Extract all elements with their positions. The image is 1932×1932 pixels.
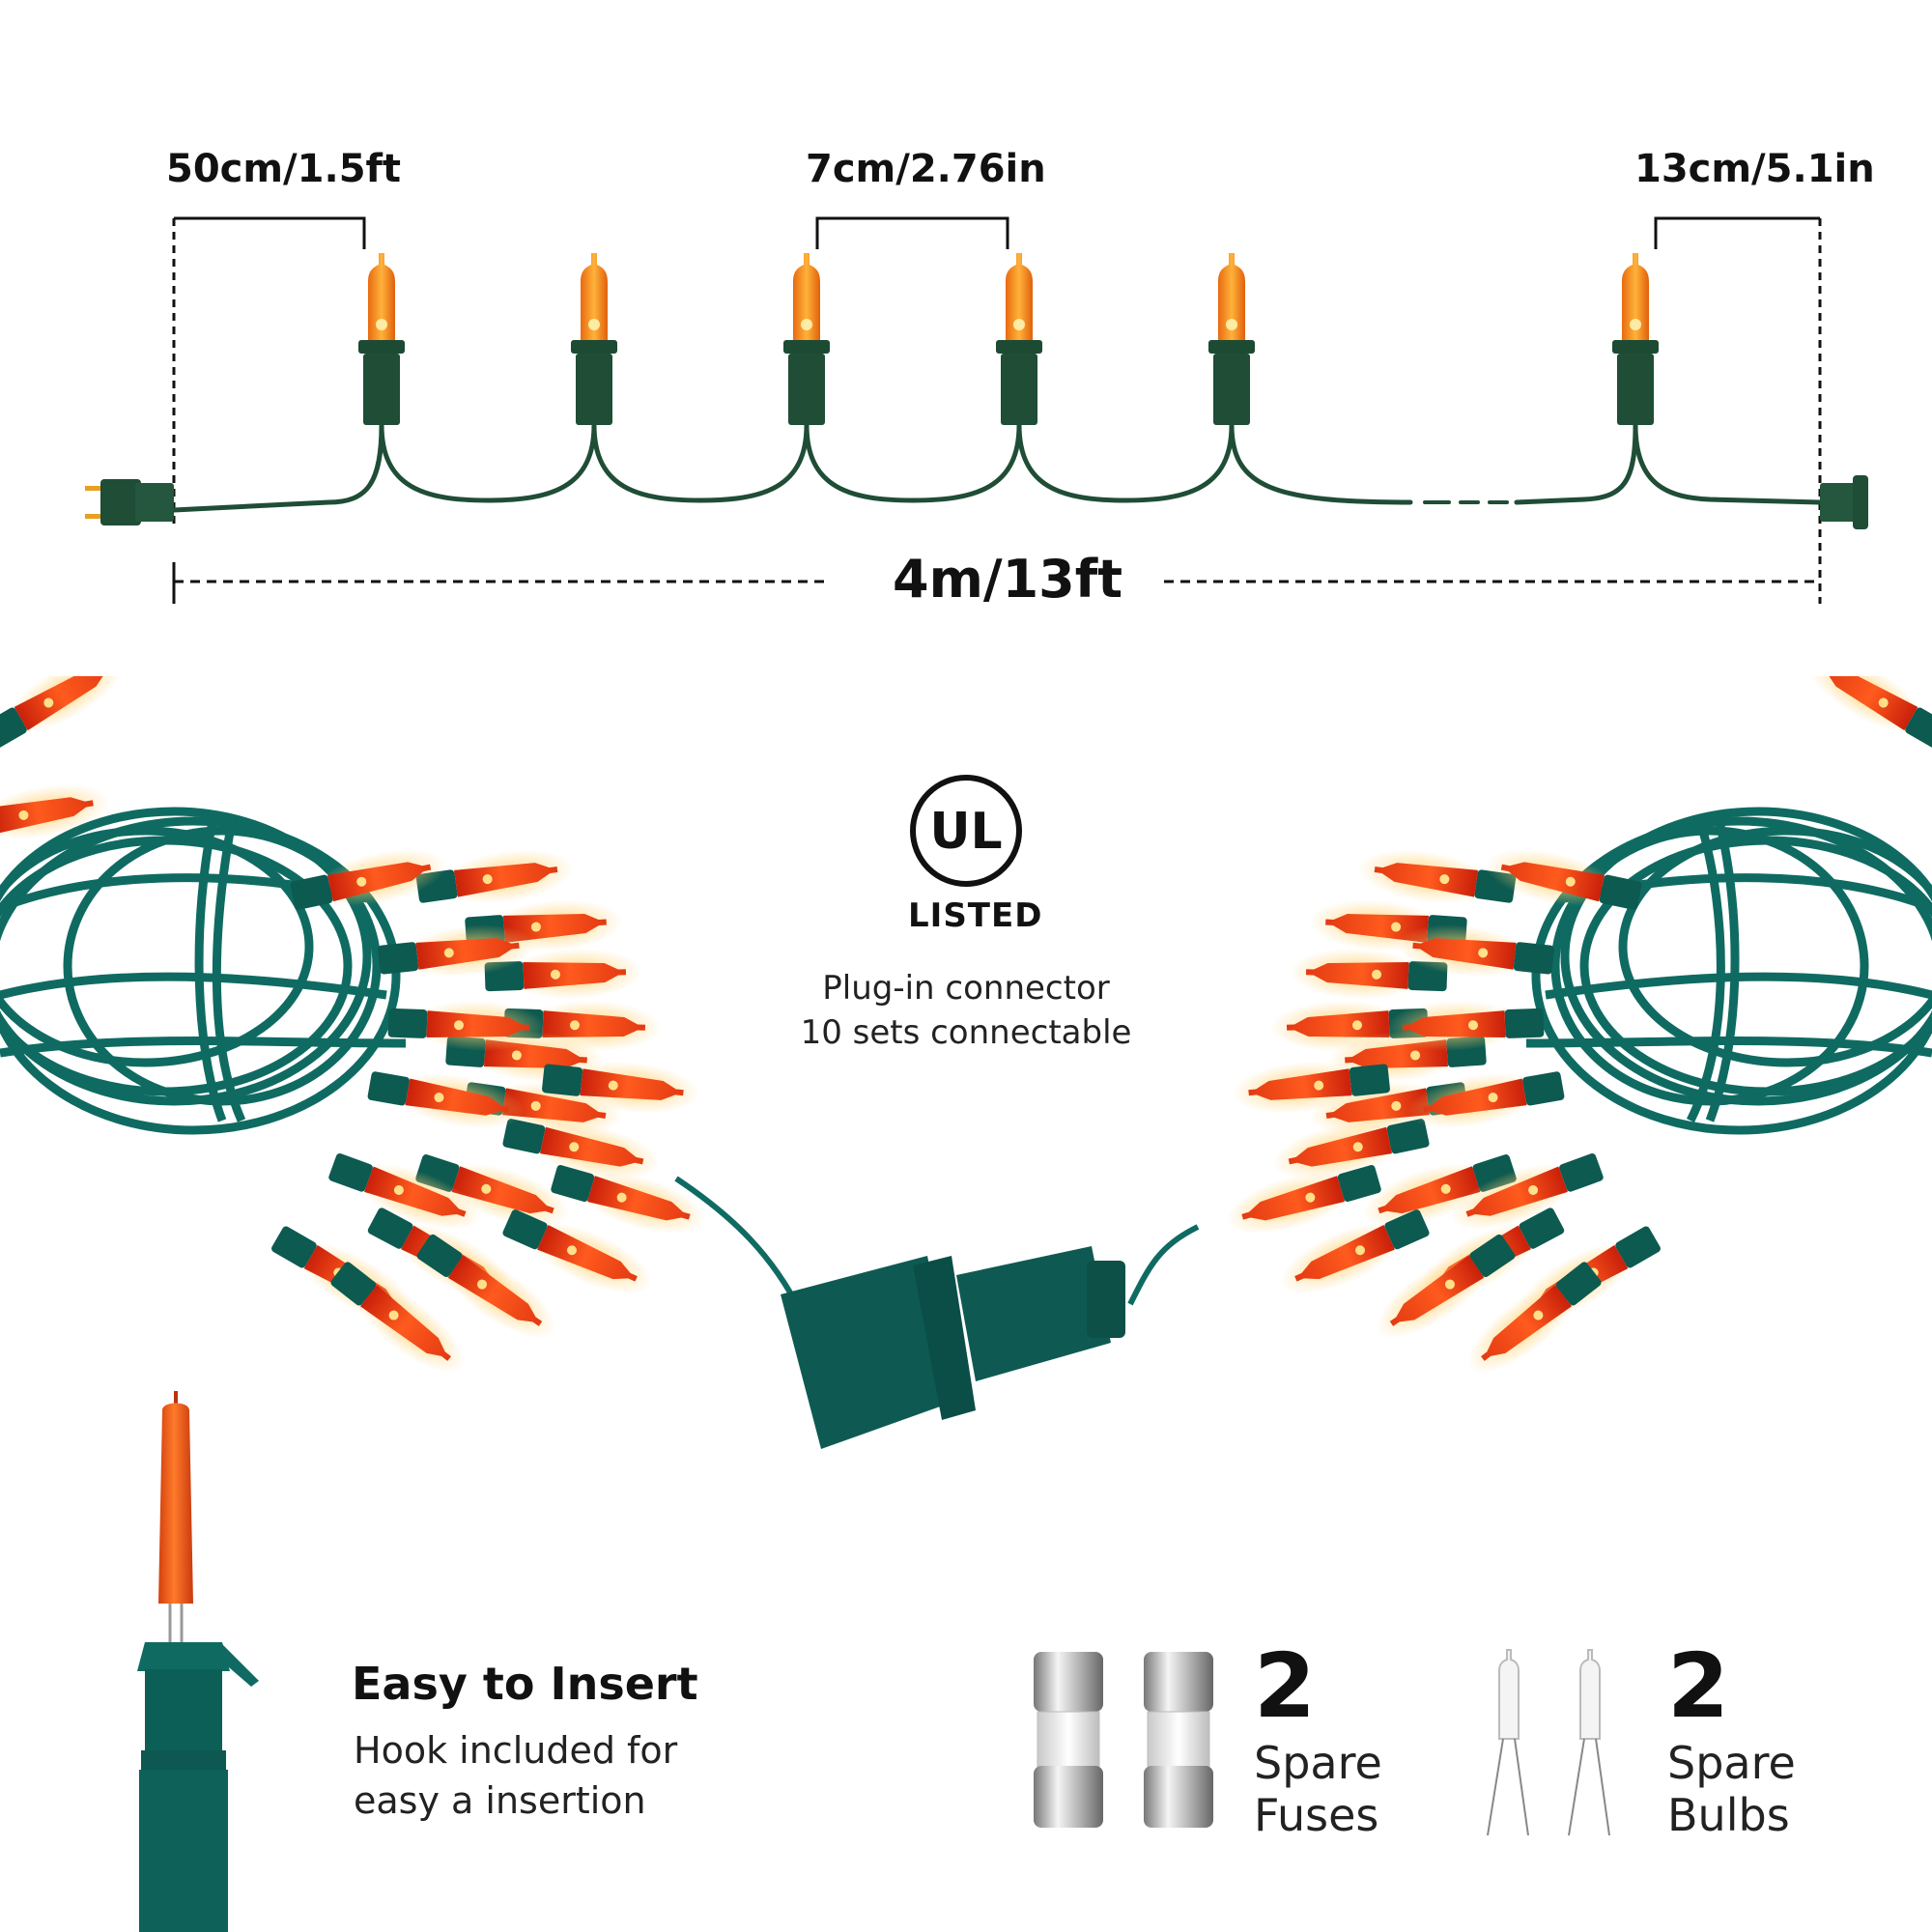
right-cable-coil [1525, 807, 1932, 1135]
connector-line-1: Plug-in connector [822, 969, 1110, 1008]
fuses-label-line-2: Fuses [1254, 1789, 1379, 1841]
bundle-bulb [484, 948, 642, 1000]
bundle-bulbs [0, 676, 1932, 1374]
plug-in-connector [781, 1246, 1125, 1449]
easy-insert-title: Easy to Insert [352, 1658, 698, 1710]
spare-bulb-2 [1568, 1649, 1610, 1836]
total-length-line [172, 562, 1820, 604]
diagram-bulb [1208, 253, 1255, 425]
connector-line-2: 10 sets connectable [800, 1013, 1132, 1052]
ul-logo: UL [910, 775, 1022, 887]
fuses-label: Spare Fuses [1254, 1737, 1382, 1841]
single-bulb-with-hook [137, 1391, 259, 1932]
bundle-bulb [416, 1234, 556, 1339]
bundle-bulb [367, 1071, 526, 1128]
bundle-bulb [1290, 948, 1448, 1000]
string-light-diagram [85, 216, 1868, 604]
bundle-bulb [0, 676, 126, 750]
easy-insert-description: Hook included for easy a insertion [354, 1725, 759, 1826]
bundle-bulb [502, 1209, 653, 1294]
bundle-bulb [1806, 676, 1932, 750]
bundle-bulb [1358, 849, 1517, 903]
spare-bulb-1 [1487, 1649, 1529, 1836]
bundle-bulb [0, 784, 110, 839]
bundle-bulb [1485, 849, 1642, 910]
bundle-bulb [330, 1262, 465, 1374]
end-length-label: 13cm/5.1in [1634, 147, 1875, 191]
bundle-bulb [1226, 1165, 1381, 1234]
male-plug [85, 479, 174, 526]
bundle-bulb [551, 1165, 706, 1234]
bundle-bulb [1396, 924, 1554, 978]
left-cable-coil [0, 807, 407, 1135]
easy-insert-line-1: Hook included for [354, 1729, 678, 1772]
bulbs-label-line-2: Bulbs [1667, 1789, 1790, 1841]
end-length-bracket [1654, 216, 1822, 604]
green-wire [171, 422, 1823, 513]
spare-bulbs-image [1487, 1649, 1610, 1836]
bundle-bulb [378, 924, 536, 978]
bundle-bulb [1467, 1262, 1602, 1374]
bundled-lights-photo [0, 676, 1932, 1449]
diagram-bulb [1612, 253, 1659, 425]
listed-label: LISTED [908, 896, 1043, 935]
fuses-label-line-1: Spare [1254, 1737, 1382, 1789]
bulbs-label: Spare Bulbs [1667, 1737, 1796, 1841]
bundle-bulb [1279, 1209, 1430, 1294]
bundle-bulb [1232, 1061, 1390, 1114]
lead-length-label: 50cm/1.5ft [166, 147, 402, 191]
connector-info: Plug-in connector 10 sets connectable [753, 966, 1179, 1055]
diagram-bulbs [358, 253, 1659, 425]
female-plug [1820, 475, 1868, 529]
easy-insert-line-2: easy a insertion [354, 1779, 646, 1822]
lead-length-bracket [172, 216, 366, 526]
bundle-bulb [1406, 1071, 1565, 1128]
fuses-count: 2 [1254, 1634, 1317, 1738]
bundle-bulb [502, 1119, 660, 1179]
bundle-bulb [1376, 1234, 1516, 1339]
bundle-bulb [328, 1153, 482, 1231]
bundle-bulb [542, 1061, 700, 1114]
bundle-bulb [415, 849, 574, 903]
diagram-bulb [571, 253, 617, 425]
bundle-bulb [387, 1000, 546, 1052]
ul-logo-letters: UL [929, 803, 1002, 861]
bulbs-count: 2 [1667, 1634, 1730, 1738]
bundle-bulb [1386, 1000, 1545, 1052]
bulb-spacing-bracket [815, 216, 1009, 249]
bundle-bulb [1272, 1119, 1430, 1179]
total-length-label: 4m/13ft [893, 549, 1123, 610]
diagram-bulb [783, 253, 830, 425]
diagram-bulb [358, 253, 405, 425]
spare-fuses-image [1034, 1652, 1213, 1828]
bulbs-label-line-1: Spare [1667, 1737, 1796, 1789]
fuse-2 [1144, 1652, 1213, 1828]
diagram-bulb [996, 253, 1042, 425]
fuse-1 [1034, 1652, 1103, 1828]
bundle-bulb [1450, 1153, 1604, 1231]
bulb-spacing-label: 7cm/2.76in [806, 147, 1046, 191]
bundle-bulb [290, 849, 447, 910]
